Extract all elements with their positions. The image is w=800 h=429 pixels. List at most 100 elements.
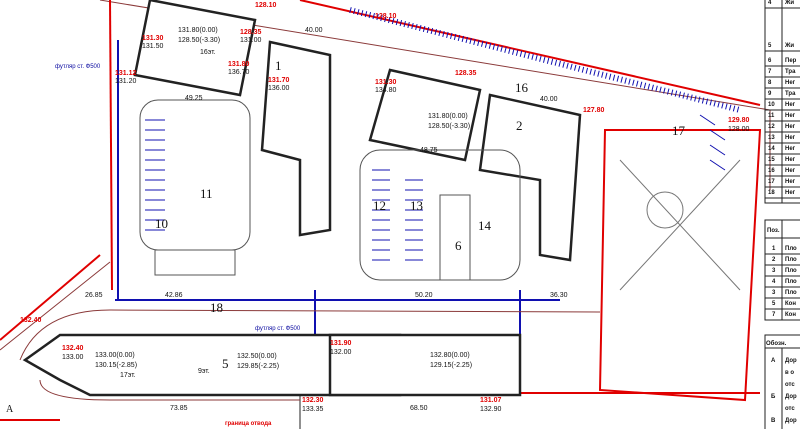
table2-cell-text: Пло bbox=[785, 257, 797, 263]
table1-cell-number: 12 bbox=[768, 124, 775, 130]
table-3 bbox=[764, 334, 800, 429]
table2-cell-text: Кон bbox=[785, 301, 796, 307]
table1-cell-number: 9 bbox=[768, 91, 772, 97]
elevation-black: 131.50 bbox=[142, 43, 164, 50]
table1-cell-number: 8 bbox=[768, 80, 772, 86]
elevation-red: 131.90 bbox=[330, 340, 352, 347]
road-lines bbox=[0, 0, 771, 429]
table1-cell-text: Нег bbox=[785, 168, 796, 174]
table2-cell-number: 4 bbox=[772, 279, 776, 285]
dimension: 26.85 bbox=[85, 292, 103, 299]
elevation-black: 136.00 bbox=[268, 85, 290, 92]
boundary-note: граница отвода bbox=[225, 421, 272, 427]
table1-cell-text: Нег bbox=[785, 113, 796, 119]
dimension: 50.20 bbox=[415, 292, 433, 299]
pipe-note: футляр ст. Ф500 bbox=[55, 64, 101, 70]
building-numbers: 1 2 5 6 10 11 12 13 14 16 17 18 bbox=[155, 58, 686, 371]
table1-cell-text: Нег bbox=[785, 157, 796, 163]
elevation-red: 132.30 bbox=[302, 397, 324, 404]
level-label: 129.15(-2.25) bbox=[430, 362, 472, 369]
table1-cell-number: 7 bbox=[768, 69, 772, 75]
table3-cell-number: А bbox=[771, 358, 776, 364]
elevation-black: 131.20 bbox=[115, 78, 137, 85]
level-label: 132.50(0.00) bbox=[237, 353, 277, 360]
level-label: 129.85(-2.25) bbox=[237, 363, 279, 370]
dimension: 36.30 bbox=[550, 292, 568, 299]
elevation-red: 131.80 bbox=[228, 61, 250, 68]
table2-cell-text: Пло bbox=[785, 268, 797, 274]
building-number: 11 bbox=[200, 186, 213, 201]
table1-cell-number: 5 bbox=[768, 43, 772, 49]
table1-cell-number: 14 bbox=[768, 146, 775, 152]
level-label: 133.00(0.00) bbox=[95, 352, 135, 359]
table1-cell-number: 13 bbox=[768, 135, 775, 141]
elevation-red: 128.35 bbox=[455, 70, 477, 77]
table2-cell-number: 1 bbox=[772, 246, 776, 252]
building-number: 14 bbox=[478, 218, 492, 233]
table1-cell-number: 15 bbox=[768, 157, 775, 163]
floors-label: 9эт. bbox=[198, 368, 210, 375]
elevation-black: 132.90 bbox=[480, 406, 502, 413]
elevation-red: 131.07 bbox=[480, 397, 502, 404]
elevation-red: 131.30 bbox=[142, 35, 164, 42]
level-label: 128.50(-3.30) bbox=[428, 123, 470, 130]
table3-cell-text: Дор bbox=[785, 358, 797, 364]
table3-cell-number: В bbox=[771, 418, 776, 424]
elevation-black: 133.00 bbox=[62, 354, 84, 361]
table3-cell-text: Дор bbox=[785, 418, 797, 424]
table1-cell-text: Нег bbox=[785, 179, 796, 185]
table2-cell-number: 7 bbox=[772, 312, 776, 318]
dimension-labels: 40.00 40.00 49.25 48.75 73.85 68.50 26.8… bbox=[85, 27, 568, 412]
elevation-black: 133.35 bbox=[302, 406, 324, 413]
annotations: футляр ст. Ф500 футляр ст. Ф500 граница … bbox=[6, 64, 301, 427]
table2-cell-text: Пло bbox=[785, 246, 797, 252]
table1-cell-text: Пер bbox=[785, 58, 797, 64]
buildings bbox=[22, 0, 582, 397]
building-2 bbox=[478, 93, 582, 262]
table1-cell-text: Нег bbox=[785, 146, 796, 152]
table1-cell-number: 10 bbox=[768, 102, 775, 108]
dimension: 73.85 bbox=[170, 405, 188, 412]
table3-cell-number: Б bbox=[771, 394, 776, 400]
table2-header: Поз. bbox=[767, 228, 780, 234]
table1-cell-number: 18 bbox=[768, 190, 775, 196]
floors-label: 17эт. bbox=[120, 372, 136, 379]
table1-cell-text: Нег bbox=[785, 190, 796, 196]
table1-cell-text: Жи bbox=[784, 0, 794, 6]
building-number: 5 bbox=[222, 356, 229, 371]
table1-cell-number: 11 bbox=[768, 113, 775, 119]
table2-cell-number: 3 bbox=[772, 268, 776, 274]
dimension: 49.25 bbox=[185, 95, 203, 102]
level-label: 131.80(0.00) bbox=[428, 113, 468, 120]
parking-areas bbox=[139, 99, 521, 281]
table3-header: Обозн. bbox=[766, 340, 787, 347]
building-number: 16 bbox=[515, 80, 529, 95]
building-number: 10 bbox=[155, 216, 168, 231]
elevation-black: 131.00 bbox=[240, 37, 262, 44]
table2-cell-text: Пло bbox=[785, 290, 797, 296]
building-number: 18 bbox=[210, 300, 223, 315]
building-top-mid bbox=[368, 68, 482, 162]
road-label-a: A bbox=[6, 404, 14, 415]
parking-stalls bbox=[145, 114, 726, 261]
building-number: 2 bbox=[516, 118, 523, 133]
table1-cell-text: Тра bbox=[785, 69, 796, 75]
table2-cell-number: 3 bbox=[772, 290, 776, 296]
elevation-black: 134.80 bbox=[375, 87, 397, 94]
pipe-note: футляр ст. Ф500 bbox=[255, 326, 301, 332]
dimension: 42.86 bbox=[165, 292, 183, 299]
table3-cell-text: Дор bbox=[785, 394, 797, 400]
elevation-black: 132.00 bbox=[330, 349, 352, 356]
table2-cell-text: Пло bbox=[785, 279, 797, 285]
table1-cell-text: Жи bbox=[784, 43, 794, 49]
dimension: 40.00 bbox=[540, 96, 558, 103]
table1-cell-text: Нег bbox=[785, 124, 796, 130]
table3-cell-text: отс bbox=[785, 406, 795, 412]
level-label: 128.50(-3.30) bbox=[178, 37, 220, 44]
building-top-left bbox=[133, 0, 257, 97]
elevation-red: 131.30 bbox=[375, 79, 397, 86]
elevation-black: 136.70 bbox=[228, 69, 250, 76]
table2-cell-number: 2 bbox=[772, 257, 776, 263]
